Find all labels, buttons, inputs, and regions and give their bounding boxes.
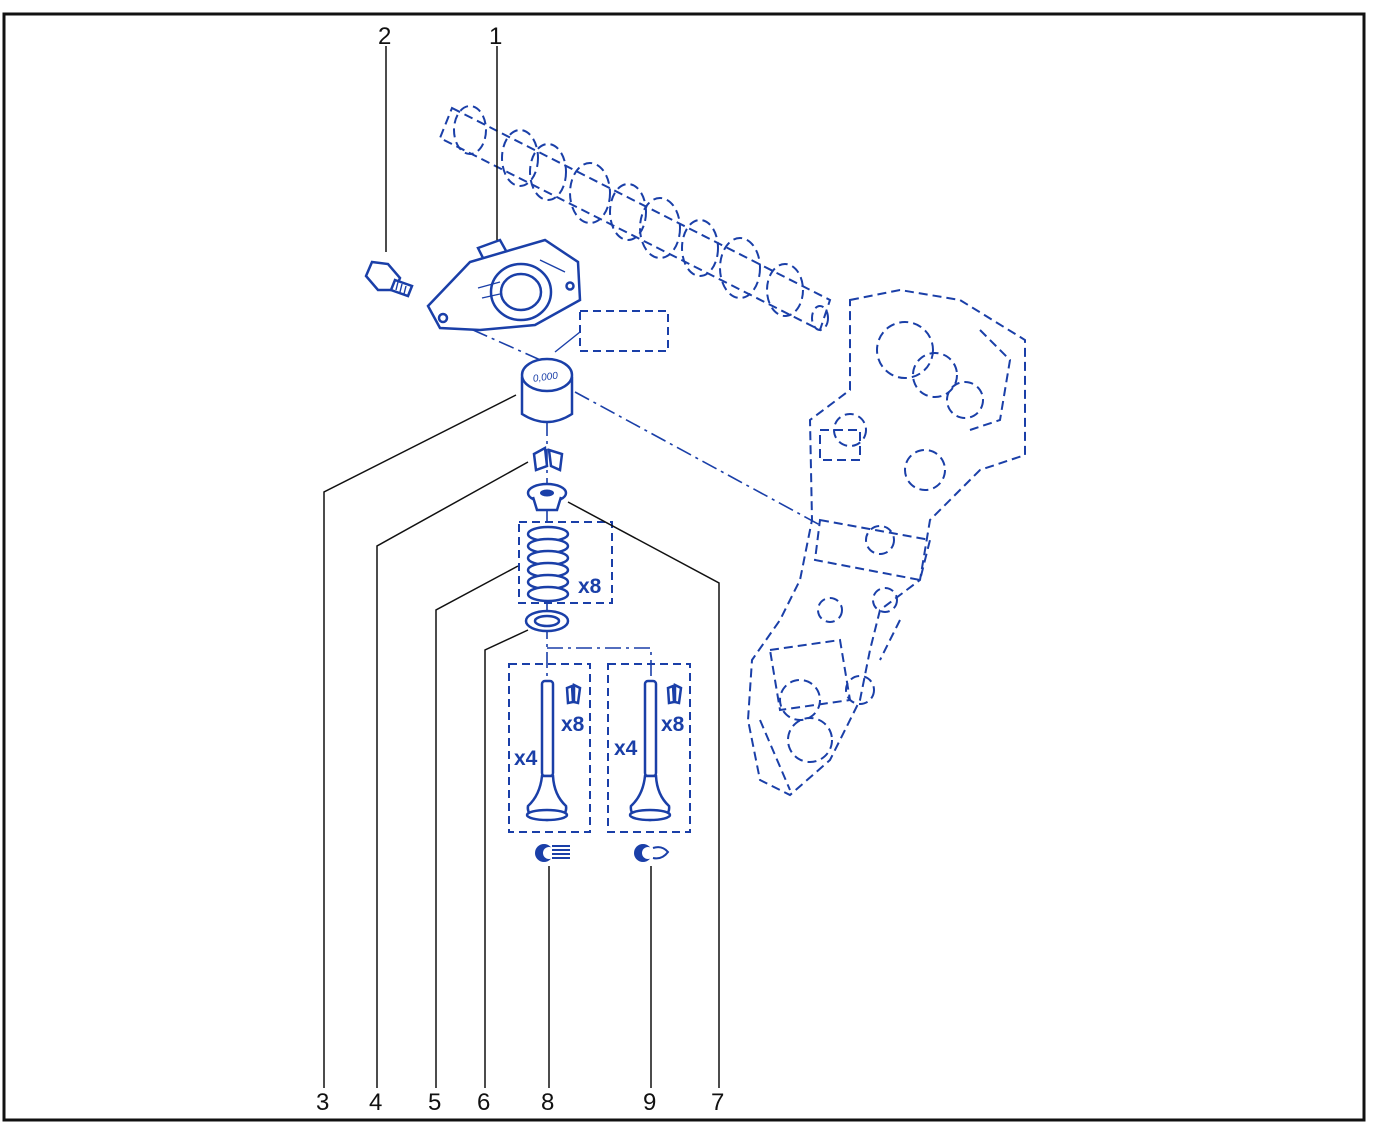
exhaust-collet-icon [666, 682, 683, 705]
spring-seat-part [524, 609, 570, 633]
valve-branch-axis [547, 647, 652, 680]
intake-collet-icon [565, 682, 582, 705]
callout-3: 3 [316, 1089, 329, 1116]
leader-lines [323, 46, 720, 1088]
callout-1: 1 [489, 23, 502, 50]
assembly-axis-main [445, 317, 546, 363]
tappet-part: 0,000 [520, 357, 574, 424]
assembly-axis-head [574, 391, 821, 526]
intake-valve-qty-label: x4 [514, 747, 538, 770]
valve-collets-part [532, 446, 564, 472]
tappet-marking: 0,000 [532, 370, 559, 384]
callout-9: 9 [643, 1089, 656, 1116]
spring-qty-box [518, 521, 613, 604]
intake-valve-icon [535, 844, 570, 862]
shim-reference-arrow [554, 331, 581, 353]
exhaust-collet-qty-label: x8 [661, 713, 685, 736]
callout-7: 7 [711, 1089, 724, 1116]
valve-spring-part [526, 525, 570, 603]
exhaust-valve-qty-label: x4 [614, 737, 638, 760]
callout-6: 6 [477, 1089, 490, 1116]
intake-valve-box [508, 663, 591, 833]
callout-5: 5 [428, 1089, 441, 1116]
exhaust-valve-icon [634, 844, 670, 862]
callout-2: 2 [378, 23, 391, 50]
exhaust-valve-box [607, 663, 691, 833]
callout-4: 4 [369, 1089, 382, 1116]
drawing-frame [2, 12, 1366, 1122]
callout-8: 8 [541, 1089, 554, 1116]
intake-collet-qty-label: x8 [561, 713, 585, 736]
bolt-part [364, 260, 414, 298]
spring-retainer-part [526, 482, 568, 512]
camshaft-ghost [438, 105, 832, 332]
spring-qty-label: x8 [578, 575, 602, 598]
camshaft-flange-part [426, 238, 582, 332]
shim-reference-box [579, 310, 669, 352]
intake-valve-part [525, 679, 569, 822]
exhaust-valve-part [628, 679, 672, 822]
cylinder-head-ghost [746, 288, 1026, 797]
